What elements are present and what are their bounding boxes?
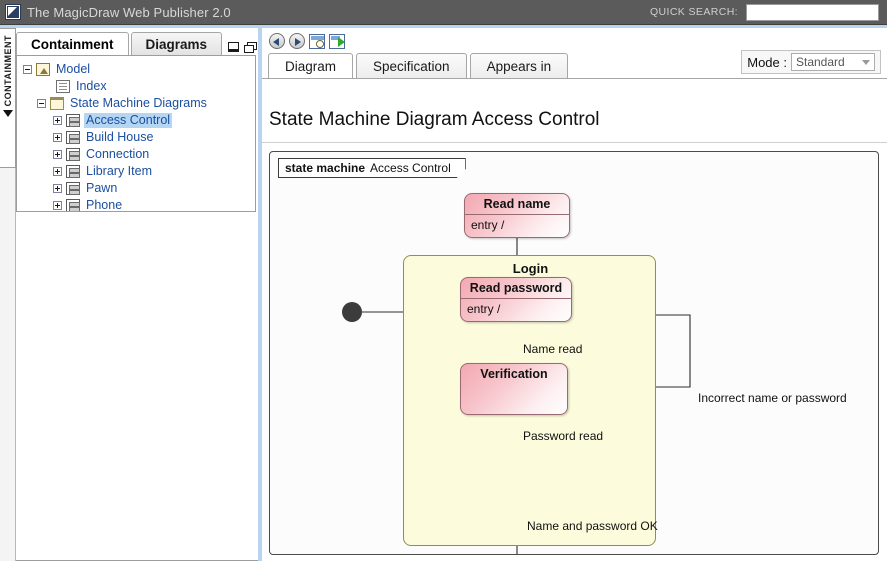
mode-selector: Mode : Standard [741,50,881,74]
frame-name: Access Control [370,161,451,175]
tree-item-label: State Machine Diagrams [70,96,207,110]
state-compartment-divider [461,298,571,299]
state-compartment-divider [465,214,569,215]
containment-rail-label: CONTAINMENT [2,35,13,107]
document-icon [56,80,70,93]
tree-item-label: Phone [86,198,123,212]
quick-search-area: QUICK SEARCH: [649,3,887,21]
frame-keyword: state machine [285,161,366,175]
transition-label-name-read: Name read [523,342,583,356]
diagram-canvas[interactable]: state machine Access Control [269,151,879,555]
tree-item-label: Model [56,62,91,76]
workspace: CONTAINMENT Containment Diagrams Model I… [0,25,887,561]
state-machine-diagram-icon [66,199,80,211]
tree-item-label: Connection [86,147,150,161]
app-title: The MagicDraw Web Publisher 2.0 [27,4,231,20]
tab-diagram[interactable]: Diagram [268,53,354,79]
folder-icon [50,97,64,110]
state-entry-action: entry / [467,302,501,316]
containment-rail: CONTAINMENT [0,28,16,561]
top-accent-strip [0,25,887,28]
open-in-new-window-icon[interactable] [329,33,345,49]
state-machine-diagram-icon [66,165,80,178]
left-panel-tabs: Containment Diagrams [16,30,258,56]
title-divider [262,142,887,143]
expand-expander-icon[interactable] [53,184,62,193]
tree-item-label: Build House [86,130,154,144]
forward-arrow-icon[interactable] [289,33,305,49]
page-title: State Machine Diagram Access Control [269,109,600,130]
state-name: Read password [469,281,563,295]
chevron-down-icon [862,59,870,65]
back-arrow-icon[interactable] [269,33,285,49]
tree-item-label: Pawn [86,181,118,195]
collapse-expander-icon[interactable] [37,99,46,108]
tree-item-build-house[interactable]: Build House [17,129,255,146]
lookup-in-containment-icon[interactable] [309,33,325,49]
triangle-collapse-icon[interactable] [2,110,13,118]
expand-expander-icon[interactable] [53,167,62,176]
expand-expander-icon[interactable] [53,201,62,210]
composite-state-label: Login [512,261,549,276]
transition-label-incorrect-name-or-password: Incorrect name or password [698,391,847,405]
state-machine-diagram-icon [66,114,80,127]
tab-containment[interactable]: Containment [16,32,129,56]
model-icon [36,63,50,76]
transition-label-password-read: Password read [523,429,604,443]
tree-item-state-machine-diagrams[interactable]: State Machine Diagrams [17,95,255,112]
panel-splitter[interactable] [258,28,262,561]
mode-label: Mode : [747,54,787,70]
state-read-password[interactable]: Read password entry / [460,277,572,322]
containment-tree: Model Index State Machine Diagrams Acces… [16,55,256,212]
transition-label-name-and-password-ok: Name and password OK [527,519,658,533]
content-tabs: Diagram Specification Appears in [262,51,887,79]
tab-diagrams[interactable]: Diagrams [130,32,223,56]
quick-search-input[interactable] [746,3,879,21]
tree-item-access-control[interactable]: Access Control [17,112,255,129]
expand-expander-icon[interactable] [53,150,62,159]
state-entry-action: entry / [471,218,505,232]
tree-item-label: Index [76,79,107,93]
tree-item-model[interactable]: Model [17,61,255,78]
expand-expander-icon[interactable] [53,116,62,125]
tree-item-label: Library Item [86,164,152,178]
state-machine-diagram-icon [66,148,80,161]
state-machine-diagram-icon [66,131,80,144]
mode-dropdown-value: Standard [796,55,845,69]
tree-item-index[interactable]: Index [17,78,255,95]
navigation-toolbar [262,31,345,51]
expand-expander-icon[interactable] [53,133,62,142]
state-read-name[interactable]: Read name entry / [464,193,570,238]
tab-appears-in[interactable]: Appears in [469,53,569,79]
cascade-windows-icon[interactable] [244,42,257,53]
collapse-expander-icon[interactable] [23,65,32,74]
title-bar: The MagicDraw Web Publisher 2.0 QUICK SE… [0,0,887,25]
tree-item-library-item[interactable]: Library Item [17,163,255,180]
containment-rail-tab[interactable]: CONTAINMENT [0,28,16,168]
state-machine-diagram-icon [66,182,80,195]
tree-item-label: Access Control [84,113,173,128]
left-panel-window-controls [228,42,258,56]
left-panel: Containment Diagrams Model Index State [16,28,258,561]
quick-search-label: QUICK SEARCH: [649,6,738,18]
initial-pseudostate[interactable] [342,302,362,322]
mode-dropdown[interactable]: Standard [791,53,875,71]
tree-item-connection[interactable]: Connection [17,146,255,163]
diagram-frame-label: state machine Access Control [278,158,466,178]
magicdraw-logo-icon [5,4,21,20]
right-panel: Diagram Specification Appears in Mode : … [262,28,887,561]
state-name: Read name [483,197,551,211]
state-name: Verification [480,367,548,381]
restore-window-icon[interactable] [228,42,239,52]
content-area: State Machine Diagram Access Control sta… [262,78,887,561]
tab-specification[interactable]: Specification [356,53,467,79]
tree-item-pawn[interactable]: Pawn [17,180,255,197]
no-expander-icon [43,82,52,91]
tree-item-phone[interactable]: Phone [17,197,255,212]
state-verification[interactable]: Verification [460,363,568,415]
